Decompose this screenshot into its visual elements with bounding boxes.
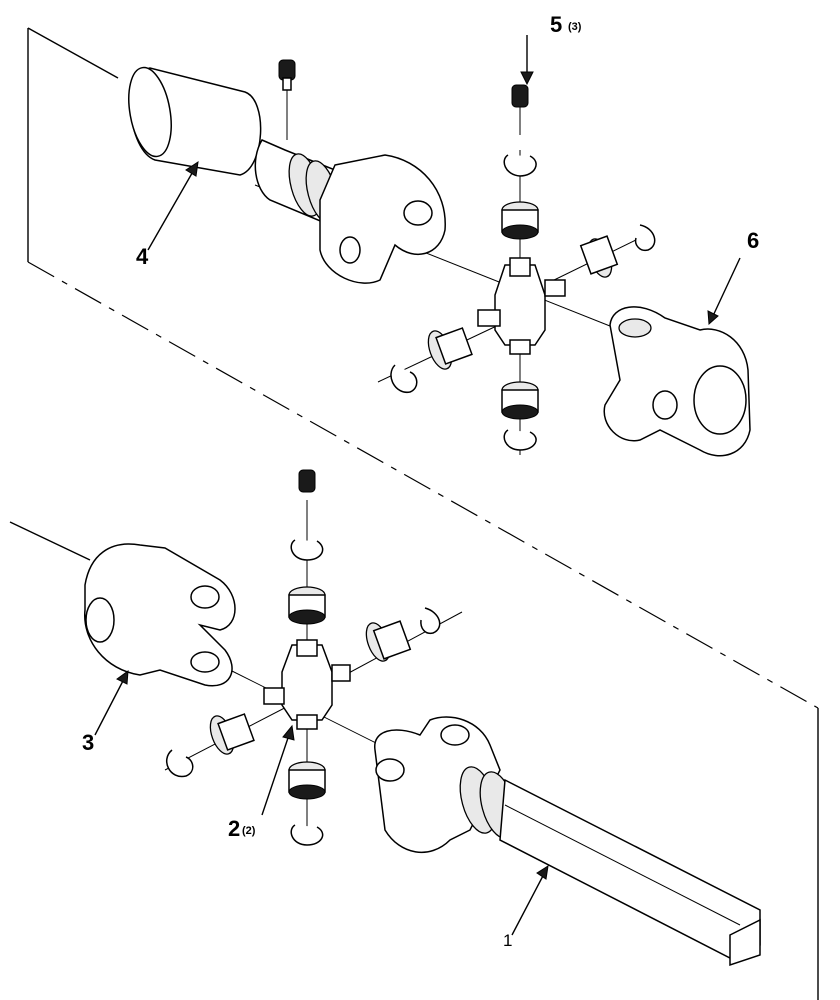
callout-6: 6 bbox=[747, 228, 759, 253]
yoke-lower-left bbox=[84, 543, 236, 687]
callout-1: 1 bbox=[503, 931, 512, 950]
yoke-right bbox=[603, 306, 751, 457]
grease-fitting-upper-left bbox=[278, 59, 296, 140]
tube-yoke-assembly bbox=[128, 66, 446, 284]
callout-label: 5 bbox=[550, 12, 562, 37]
callout-label: 6 bbox=[747, 228, 759, 253]
leader-arrows bbox=[94, 35, 741, 936]
callout-2: 2 (2) bbox=[228, 816, 256, 841]
callout-3: 3 bbox=[82, 730, 94, 755]
callout-label: 4 bbox=[136, 244, 149, 269]
callout-4: 4 bbox=[136, 244, 149, 269]
callout-label: 3 bbox=[82, 730, 94, 755]
plane-outline bbox=[9, 27, 819, 1000]
callout-label: 2 bbox=[228, 816, 240, 841]
lower-cross-and-bearings bbox=[166, 469, 441, 846]
callout-label: 1 bbox=[503, 931, 512, 950]
shaft-yoke-assembly bbox=[374, 716, 761, 967]
callout-quantity: (2) bbox=[242, 825, 256, 837]
upper-cross-and-bearings bbox=[390, 84, 656, 451]
callout-5: 5 (3) bbox=[550, 12, 582, 37]
callout-quantity: (3) bbox=[568, 21, 582, 33]
